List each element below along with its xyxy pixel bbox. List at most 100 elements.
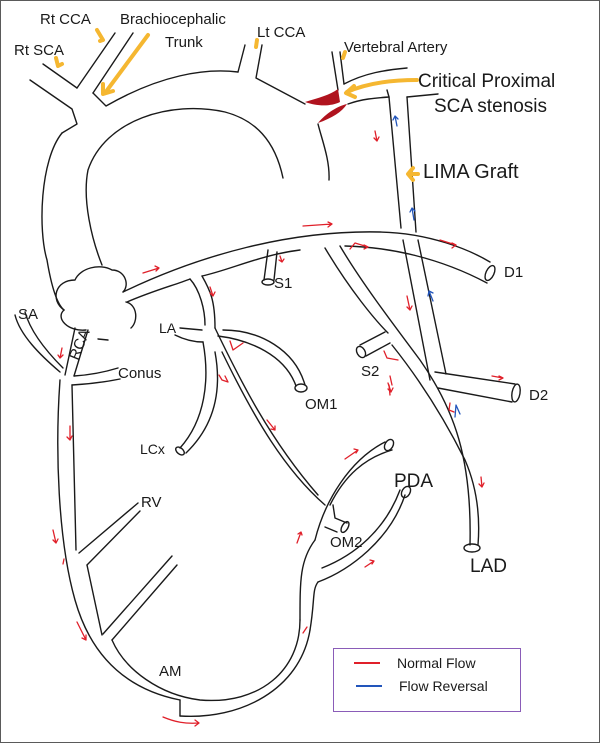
reversal-arrow (409, 207, 416, 221)
label-d2: D2 (529, 387, 548, 404)
label-sa: SA (18, 306, 38, 323)
flow-arrow (383, 350, 399, 361)
flow-arrow (373, 130, 380, 142)
arch-inner (85, 107, 284, 266)
rca-inner-wall-lower (111, 619, 301, 702)
label-brachiocephalic-1: Brachiocephalic (120, 11, 226, 28)
vertebral-right-wall (339, 51, 345, 85)
flow-arrow (364, 559, 375, 568)
brachiocephalic-pointer-head-icon (101, 82, 115, 96)
label-rt-cca: Rt CCA (40, 11, 91, 28)
s2-upper-wall (359, 331, 386, 346)
flow-arrow (491, 375, 504, 381)
om2-long-upper-wall (314, 441, 386, 541)
posterior-branch-tip (383, 438, 395, 452)
stenosis-upper (305, 89, 340, 106)
lima-left-wall (388, 96, 402, 229)
root-base (97, 338, 109, 341)
vertebral-left-wall (331, 51, 339, 91)
flow-arrow (229, 340, 244, 351)
d2-lower-wall (437, 387, 513, 403)
d1-tip (484, 264, 496, 282)
rt-sca-pointer-icon (54, 56, 64, 68)
stenosis-marker (305, 89, 347, 123)
conus-lower-wall (71, 378, 121, 386)
om2-stub-lower (324, 526, 338, 533)
flow-arrow (66, 425, 73, 441)
flow-arrow (296, 531, 303, 544)
flow-arrow (266, 419, 276, 431)
s2-lower-wall (365, 342, 391, 357)
lcx-system (174, 275, 326, 506)
flow-arrow (389, 375, 393, 386)
normal-flow-swatch (354, 662, 380, 664)
flow-arrow (388, 384, 391, 396)
la-upper-wall (179, 327, 203, 331)
lcx-tip (175, 446, 185, 456)
lm-lower-wall-2 (201, 249, 301, 277)
lt-cca-right-wall (255, 44, 306, 105)
label-lima-graft: LIMA Graft (423, 161, 519, 183)
lt-cca-pointer-icon (254, 38, 259, 49)
rv-lower-wall (86, 510, 141, 566)
label-om1: OM1 (305, 396, 338, 413)
conus-upper-wall (73, 367, 119, 377)
label-rt-sca: Rt SCA (14, 42, 64, 59)
flow-reversal-swatch (356, 685, 382, 687)
root-left-bulb (55, 266, 127, 311)
om2-long-lower-wall (329, 449, 393, 506)
label-om2: OM2 (330, 534, 363, 551)
rt-sca-vessel (29, 79, 78, 134)
flow-arrow (302, 221, 333, 228)
legend: Normal Flow Flow Reversal (333, 648, 521, 712)
am-lower-wall (111, 564, 178, 641)
label-lad: LAD (470, 556, 507, 577)
s2-tip (355, 345, 367, 359)
lcx-right-wall (185, 351, 219, 454)
lt-sca-distal (406, 93, 439, 98)
pda-tip (400, 485, 412, 499)
label-sca-stenosis: SCA stenosis (434, 96, 547, 117)
om2-tip (340, 520, 350, 534)
lm-lower-wall-1 (126, 278, 191, 303)
pda-lower-wall (317, 494, 406, 583)
legend-item-normal-flow: Normal Flow (334, 655, 476, 671)
flow-arrow (142, 265, 160, 274)
lcx-origin-left (189, 278, 206, 326)
flow-arrow (478, 476, 485, 488)
reversal-flow-arrows (392, 115, 461, 418)
label-d1: D1 (504, 264, 523, 281)
label-conus: Conus (118, 365, 161, 382)
pda-trunk-left (299, 539, 316, 621)
flow-arrow (52, 529, 59, 544)
brachiocephalic-pointer-icon (103, 33, 150, 95)
labels: Rt CCA Rt SCA Brachiocephalic Trunk Lt C… (14, 11, 555, 680)
lad-left-wall (339, 245, 471, 546)
s1-left-wall (263, 249, 269, 281)
legend-label-normal-flow: Normal Flow (397, 655, 476, 671)
s1-tip (261, 278, 275, 286)
rca-left-wall (64, 327, 76, 376)
la-lower-wall (174, 334, 204, 343)
arch-outer-left (92, 70, 239, 107)
label-pda: PDA (394, 471, 433, 492)
rt-sca-upper (42, 63, 78, 89)
rt-cca-right-wall (92, 32, 134, 94)
sa-inner-wall (24, 311, 64, 369)
label-vertebral-artery: Vertebral Artery (344, 39, 448, 56)
flow-arrow (209, 286, 216, 297)
rv-upper-wall (78, 502, 139, 554)
flow-arrow (76, 621, 87, 641)
flow-arrow (278, 255, 285, 263)
lt-sca-lower-wall (347, 96, 390, 105)
lt-cca-left-wall (237, 44, 246, 73)
lima-pointer-head-icon (406, 166, 415, 182)
label-lt-cca: Lt CCA (257, 24, 305, 41)
ascending-aorta-outer (41, 132, 65, 311)
lad-system (122, 231, 521, 553)
d2-upper-wall (434, 371, 516, 385)
flow-arrow (162, 716, 200, 727)
om1-upper-wall (222, 329, 306, 386)
d2-tip (511, 383, 521, 403)
